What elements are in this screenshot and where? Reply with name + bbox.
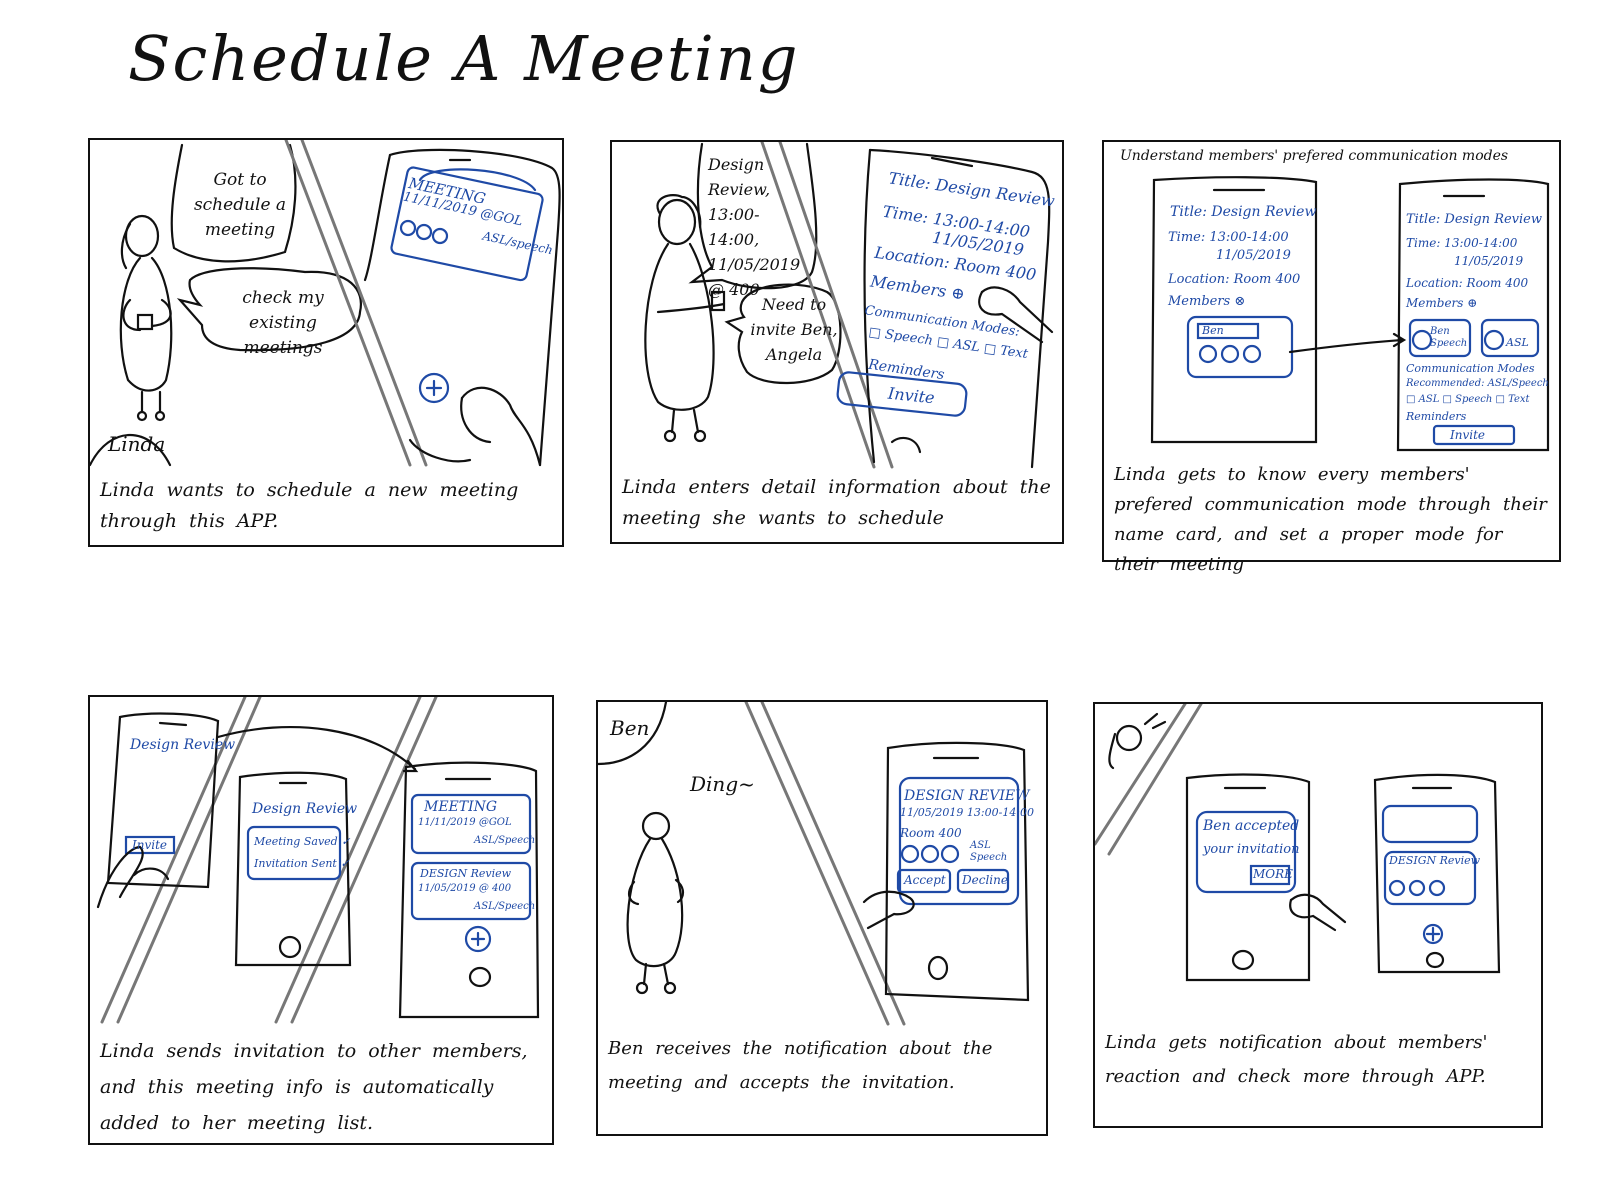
right-field-title: Title: Design Review xyxy=(1406,212,1542,227)
panel-5-sketch xyxy=(598,702,1030,1026)
right-field-mode-options: □ ASL □ Speech □ Text xyxy=(1406,394,1530,405)
meeting-saved-status: Meeting Saved ✓ xyxy=(254,835,351,848)
accept-button[interactable]: Accept xyxy=(904,873,946,887)
card-date-time: 11/05/2019 13:00-14:00 xyxy=(900,806,1035,819)
storyboard-panel-5: Ben Ding~ DESIGN REVIEW 11/05/2019 13:00… xyxy=(596,700,1048,1136)
invite-button[interactable]: Invite xyxy=(132,838,168,852)
panel-caption: Linda gets to know every members' prefer… xyxy=(1114,464,1547,575)
card-1-line: 11/11/2019 @GOL xyxy=(418,817,512,828)
panel-6-sketch xyxy=(1095,704,1501,982)
page-title: Schedule A Meeting xyxy=(128,22,800,95)
left-field-title: Title: Design Review xyxy=(1170,204,1317,220)
card-2-title: DESIGN Review xyxy=(420,867,512,880)
right-field-modes: Communication Modes xyxy=(1406,362,1535,375)
right-field-time: Time: 13:00-14:00 xyxy=(1406,236,1518,250)
notice-line-1: Ben accepted xyxy=(1203,818,1300,834)
left-field-time: Time: 13:00-14:00 xyxy=(1168,230,1289,245)
panel-caption: Ben receives the notification about the … xyxy=(608,1038,993,1093)
panel-caption: Linda gets notification about members' r… xyxy=(1105,1032,1488,1087)
panel-header: Understand members' prefered communicati… xyxy=(1120,148,1509,164)
speech-bubble-1: Design Review, 13:00-14:00, 11/05/2019 @… xyxy=(708,155,801,299)
name-tag: Linda xyxy=(108,432,166,456)
left-field-members: Members ⊗ xyxy=(1168,294,1246,309)
left-field-location: Location: Room 400 xyxy=(1168,272,1301,287)
panel-1-sketch xyxy=(90,140,561,467)
storyboard-panel-1: Got to schedule a meeting check my exist… xyxy=(88,138,564,547)
phone-2-title: Design Review xyxy=(252,801,358,817)
right-field-reminders: Reminders xyxy=(1406,410,1467,423)
name-tag: Ben xyxy=(610,716,650,740)
panel-caption: Linda sends invitation to other members,… xyxy=(100,1040,528,1134)
speech-bubble-2: check my existing meetings xyxy=(242,288,324,358)
panel-3-sketch xyxy=(1150,176,1550,452)
notification-sound: Ding~ xyxy=(690,772,755,796)
storyboard-panel-2: Design Review, 13:00-14:00, 11/05/2019 @… xyxy=(610,140,1064,544)
panel-caption: Linda wants to schedule a new meeting th… xyxy=(100,479,519,532)
card-title: DESIGN Review xyxy=(1389,854,1481,867)
invitation-sent-status: Invitation Sent ✓ xyxy=(254,857,350,870)
more-button[interactable]: MORE xyxy=(1253,867,1293,881)
invite-button[interactable]: Invite xyxy=(1450,428,1486,442)
card-2-line: 11/05/2019 @ 400 xyxy=(418,883,512,894)
card-mode: ASL Speech xyxy=(970,840,1008,863)
right-field-members: Members ⊕ xyxy=(1406,296,1478,310)
right-field-date: 11/05/2019 xyxy=(1454,254,1524,268)
card-1-mode: ASL/Speech xyxy=(474,835,536,846)
left-field-date: 11/05/2019 xyxy=(1216,248,1291,263)
card-2-mode: ASL/Speech xyxy=(474,901,536,912)
card-title: DESIGN REVIEW xyxy=(904,788,1030,804)
right-member-card-2: ASL xyxy=(1506,336,1529,349)
right-field-recommended: Recommended: ASL/Speech xyxy=(1406,378,1549,389)
speech-bubble-2: Need to invite Ben, Angela xyxy=(750,295,838,364)
notice-line-2: your invitation xyxy=(1203,842,1300,857)
speech-bubble-1: Got to schedule a meeting xyxy=(193,170,287,240)
decline-button[interactable]: Decline xyxy=(962,873,1008,887)
storyboard-panel-4: Design Review Invite Design Review Meeti… xyxy=(88,695,554,1145)
panel-caption: Linda enters detail information about th… xyxy=(622,476,1051,529)
storyboard-panel-3: Understand members' prefered communicati… xyxy=(1102,140,1561,575)
right-field-location: Location: Room 400 xyxy=(1406,276,1529,290)
right-member-card-1: Ben Speech xyxy=(1430,326,1468,349)
phone-1-title: Design Review xyxy=(130,737,236,753)
left-member-card-name: Ben xyxy=(1202,324,1224,337)
panel-2-sketch xyxy=(644,142,1054,469)
panel-4-sketch xyxy=(96,697,540,1024)
card-room: Room 400 xyxy=(900,826,962,840)
card-1-title: MEETING xyxy=(424,799,498,815)
storyboard-panel-6: Ben accepted your invitation MORE DESIGN… xyxy=(1093,702,1543,1128)
